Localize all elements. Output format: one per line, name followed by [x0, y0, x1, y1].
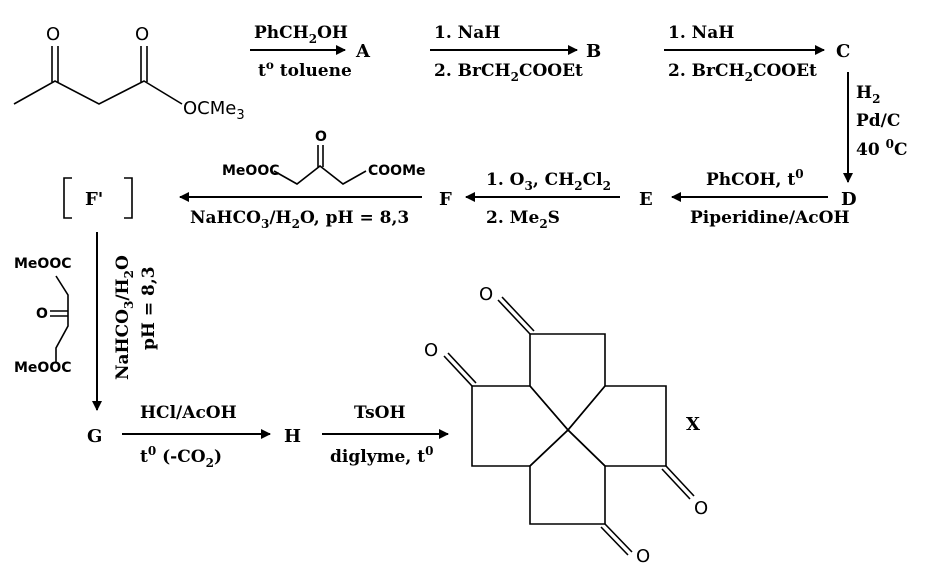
- step-10-condition: diglyme, t0: [330, 444, 433, 467]
- step-8: MeOOC MeOOC O NaHCO3/H2O pH = 8,3 G: [14, 232, 159, 447]
- step-5: PhCOH, t0 Piperidine/AcOH E: [639, 167, 850, 228]
- step-9-condition: t0 (-CO2): [140, 444, 222, 470]
- step-1-condition: to toluene: [258, 58, 352, 81]
- step-1-reagent: PhCH2OH: [254, 23, 348, 46]
- compound-A: A: [355, 41, 371, 62]
- compound-E: E: [639, 189, 653, 210]
- compound-D: D: [841, 189, 857, 210]
- step-3-reagent: 1. NaH: [668, 23, 734, 43]
- product-oxygen-4: O: [636, 546, 650, 564]
- step-2-condition: 2. BrCH2COOEt: [434, 61, 583, 84]
- step-8-condition: NaHCO3/H2O: [113, 255, 136, 380]
- step-3-condition: 2. BrCH2COOEt: [668, 61, 817, 84]
- compound-B: B: [586, 41, 601, 62]
- step-7-condition: NaHCO3/H2O, pH = 8,3: [190, 208, 409, 231]
- starting-material-structure: O O OCMe3: [13, 24, 245, 123]
- reagent2-ketone-oxygen: O: [36, 306, 48, 322]
- step-6-workup: 2. Me2S: [486, 208, 560, 231]
- reagent2-ester-bottom: MeOOC: [14, 360, 72, 376]
- compound-C: C: [836, 41, 850, 62]
- ester-group-label: OCMe3: [183, 98, 245, 123]
- step-4-catalyst: Pd/C: [856, 111, 900, 131]
- reagent2-ester-top: MeOOC: [14, 256, 72, 272]
- ester-carbonyl-oxygen: O: [135, 24, 149, 45]
- reagent-ketone-oxygen: O: [315, 129, 327, 145]
- reagent-ester-right: COOMe: [368, 163, 426, 179]
- step-2: 1. NaH 2. BrCH2COOEt B: [430, 23, 601, 84]
- step-10: TsOH diglyme, t0: [322, 403, 449, 467]
- step-2-reagent: 1. NaH: [434, 23, 500, 43]
- step-6-reagent: 1. O3, CH2Cl2: [486, 170, 611, 193]
- step-5-reagent: PhCOH, t0: [706, 167, 804, 190]
- product-oxygen-1: O: [479, 284, 493, 305]
- compound-X: X: [686, 414, 700, 435]
- step-5-condition: Piperidine/AcOH: [690, 208, 850, 228]
- ketone-oxygen: O: [46, 24, 60, 45]
- step-4-reagent: H2: [856, 83, 880, 106]
- step-7: O MeOOC COOMe NaHCO3/H2O, pH = 8,3: [179, 129, 426, 231]
- product-X-structure: O O O O X: [424, 284, 708, 564]
- compound-F-prime: F': [85, 189, 103, 210]
- intermediate-F-prime: F': [63, 177, 133, 219]
- compound-H: H: [284, 426, 301, 447]
- step-9-reagent: HCl/AcOH: [140, 403, 237, 423]
- step-10-reagent: TsOH: [354, 403, 406, 423]
- reagent-ester-left: MeOOC: [222, 163, 280, 179]
- compound-G: G: [87, 426, 102, 447]
- step-3: 1. NaH 2. BrCH2COOEt C: [664, 23, 850, 84]
- compound-F: F: [439, 189, 452, 210]
- product-oxygen-2: O: [424, 340, 438, 361]
- product-oxygen-3: O: [694, 498, 708, 519]
- step-6: 1. O3, CH2Cl2 2. Me2S F: [439, 170, 620, 231]
- step-9: HCl/AcOH t0 (-CO2) H: [122, 403, 301, 470]
- step-4: H2 Pd/C 40 0C D: [841, 72, 907, 210]
- step-8-ph: pH = 8,3: [139, 266, 159, 350]
- step-4-temperature: 40 0C: [856, 137, 907, 160]
- step-1: PhCH2OH to toluene A: [250, 23, 371, 81]
